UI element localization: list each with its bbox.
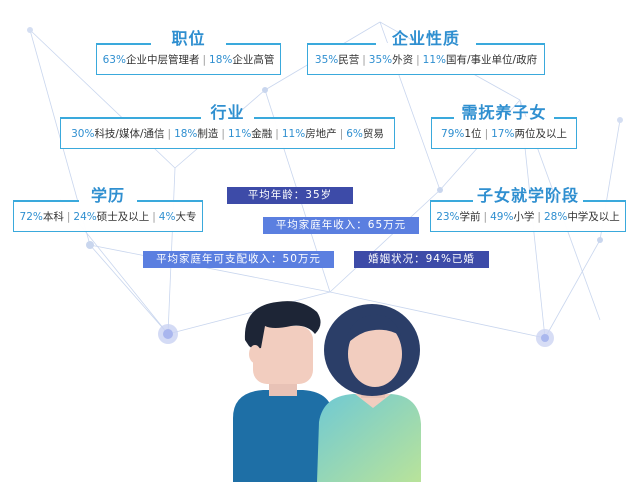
school-stage-card: 子女就学阶段 23%学前|49%小学|28%中学及以上 — [430, 186, 626, 232]
children-title: 需抚养子女 — [461, 103, 547, 122]
woman-figure — [317, 304, 421, 482]
education-card: 学历 72%本科|24%硕士及以上|4%大专 — [13, 186, 203, 232]
company-type-stats: 35%民营|35%外资|11%国有/事业单位/政府 — [314, 54, 538, 66]
children-card: 需抚养子女 79%1位|17%两位及以上 — [431, 103, 577, 149]
industry-stats: 30%科技/媒体/通信|18%制造|11%金融|11%房地产|6%贸易 — [71, 128, 384, 140]
children-stats: 79%1位|17%两位及以上 — [441, 128, 567, 140]
man-figure — [233, 301, 333, 482]
industry-title: 行业 — [210, 103, 245, 122]
couple-illustration — [233, 301, 421, 482]
position-card: 职位 63%企业中层管理者|18%企业高管 — [96, 29, 281, 75]
disposable-income-tag: 平均家庭年可支配收入：50万元 — [143, 251, 334, 268]
position-title: 职位 — [171, 29, 206, 48]
family-income-tag: 平均家庭年收入：65万元 — [263, 217, 419, 234]
education-stats: 72%本科|24%硕士及以上|4%大专 — [19, 211, 197, 223]
education-title: 学历 — [90, 186, 125, 205]
industry-card: 行业 30%科技/媒体/通信|18%制造|11%金融|11%房地产|6%贸易 — [60, 103, 395, 149]
position-stats: 63%企业中层管理者|18%企业高管 — [102, 54, 275, 66]
school-stage-stats: 23%学前|49%小学|28%中学及以上 — [436, 211, 620, 223]
company-type-title: 企业性质 — [391, 29, 460, 48]
average-age-tag: 平均年龄：35岁 — [227, 187, 353, 204]
company-type-card: 企业性质 35%民营|35%外资|11%国有/事业单位/政府 — [307, 29, 545, 75]
marital-status-tag: 婚姻状况：94%已婚 — [354, 251, 489, 268]
school-stage-title: 子女就学阶段 — [476, 186, 579, 205]
